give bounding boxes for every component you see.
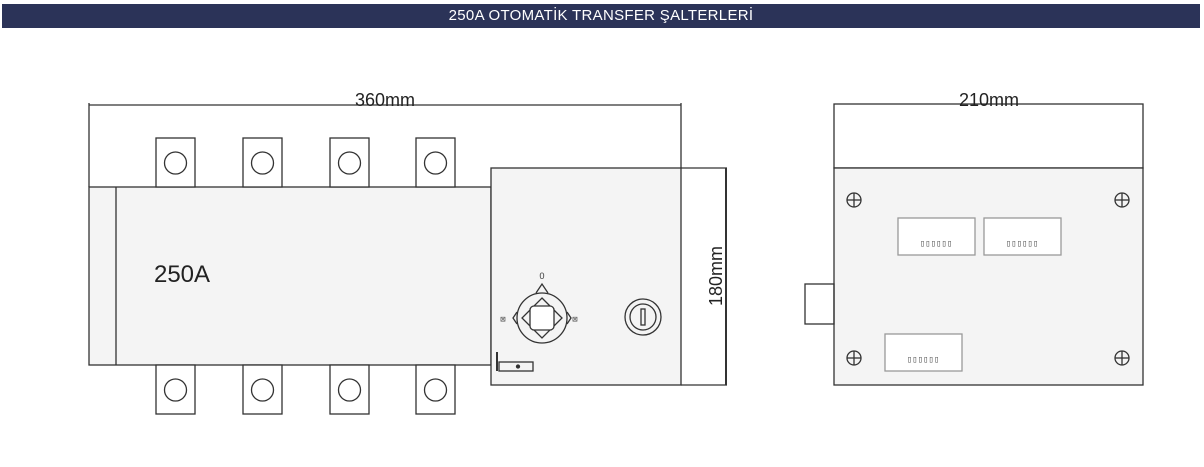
width-label: 360mm xyxy=(355,90,415,110)
side-screws xyxy=(846,192,1130,366)
terminal-block-3-label: ▯▯▯▯▯▯ xyxy=(907,355,940,365)
terminal-hole xyxy=(250,378,275,402)
top-terminals xyxy=(155,137,456,188)
key-lock xyxy=(624,298,662,336)
bottom-terminal-3 xyxy=(329,364,370,415)
top-terminal-4 xyxy=(415,137,456,188)
rating-label: 250A xyxy=(154,261,210,288)
height-label: 180mm xyxy=(706,246,726,306)
terminal-hole xyxy=(423,151,448,175)
terminal-block-2 xyxy=(983,217,1062,256)
terminal-hole xyxy=(337,151,362,175)
selector-arrow-right-icon xyxy=(566,311,572,325)
page-title: 250A OTOMATİK TRANSFER ŞALTERLERİ xyxy=(448,7,754,24)
key-lock-outer xyxy=(624,298,662,336)
terminal-hole xyxy=(250,151,275,175)
key-lock-inner xyxy=(629,303,657,331)
selector-arrow-up-icon xyxy=(535,282,549,294)
bottom-terminal-4 xyxy=(415,364,456,415)
terminal-block-2-label: ▯▯▯▯▯▯ xyxy=(1006,239,1039,249)
terminal-hole xyxy=(337,378,362,402)
bottom-terminal-2 xyxy=(242,364,283,415)
selector-right-mark: ⊠ xyxy=(572,315,577,325)
page-title-bar: 250A OTOMATİK TRANSFER ŞALTERLERİ xyxy=(2,4,1200,28)
side-top-section xyxy=(833,103,1144,169)
front-view xyxy=(88,103,727,415)
padlock-handle xyxy=(496,352,534,372)
bottom-terminals xyxy=(155,364,456,415)
handle-bar xyxy=(498,361,534,372)
switch-body xyxy=(88,186,492,366)
terminal-block-1 xyxy=(897,217,976,256)
terminal-block-3 xyxy=(884,333,963,372)
operating-panel xyxy=(490,167,682,386)
selector-arrow-left-icon xyxy=(512,311,518,325)
selector-switch xyxy=(512,282,572,344)
terminal-hole xyxy=(423,378,448,402)
side-width-label: 210mm xyxy=(959,90,1019,110)
terminal-hole xyxy=(163,151,188,175)
key-slot-icon xyxy=(640,308,646,326)
selector-knob-outline xyxy=(521,297,563,339)
top-terminal-3 xyxy=(329,137,370,188)
terminal-hole xyxy=(163,378,188,402)
handle-hole xyxy=(515,364,521,369)
side-body xyxy=(833,167,1144,386)
bottom-terminal-1 xyxy=(155,364,196,415)
top-terminal-1 xyxy=(155,137,196,188)
terminal-block-1-label: ▯▯▯▯▯▯ xyxy=(920,239,953,249)
selector-outer-ring xyxy=(516,292,568,344)
side-connector xyxy=(804,283,835,325)
selector-top-mark: O xyxy=(539,272,544,282)
top-terminal-2 xyxy=(242,137,283,188)
side-view xyxy=(804,103,1144,386)
selector-left-mark: ⊠ xyxy=(500,315,505,325)
selector-knob xyxy=(529,305,555,331)
